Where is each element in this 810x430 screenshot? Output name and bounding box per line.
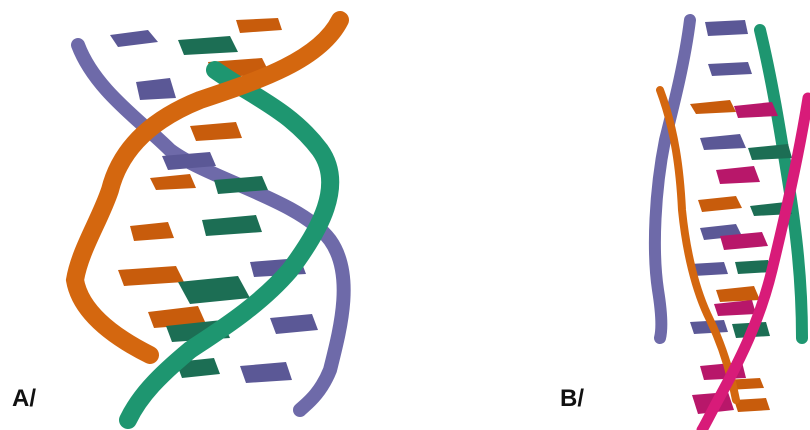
panel-b-base-plate <box>735 260 772 274</box>
panel-a-green-strand <box>119 61 340 429</box>
panel-b-structure <box>648 14 810 430</box>
panel-b-base-plate <box>716 286 760 302</box>
panel-a-base-plate <box>130 222 174 241</box>
panel-b-label: B/ <box>560 385 584 412</box>
panel-a-base-plate <box>214 176 268 194</box>
panel-b-base-plate <box>734 398 770 412</box>
panel-a-base-plate <box>236 18 282 33</box>
panel-a-structure <box>65 11 351 429</box>
panel-b-base-plate <box>698 196 742 212</box>
panel-a-triplex-helix <box>65 11 351 429</box>
panel-b-base-plate <box>705 20 748 36</box>
panel-b-base-plate <box>720 232 768 250</box>
panel-a-base-plate <box>178 36 238 55</box>
panel-a-base-plate <box>190 122 242 141</box>
panel-a-base-plate <box>148 306 206 328</box>
panel-b-base-plate <box>690 262 728 276</box>
panel-a-base-plate <box>110 30 158 47</box>
panel-b-base-plate <box>708 62 752 76</box>
panel-a-base-plate <box>136 78 176 100</box>
panel-a-base-plate <box>178 276 250 304</box>
panel-b-purple-strand <box>648 14 696 344</box>
panel-a-orange-strand <box>65 11 349 364</box>
panel-b-base-plate <box>690 100 736 114</box>
panel-a-base-plate <box>240 362 292 383</box>
panel-b-base-plate <box>716 166 760 184</box>
panel-b-base-plate <box>748 144 792 160</box>
panel-a-base-plate <box>150 174 196 190</box>
panel-b-base-plate <box>700 134 746 150</box>
panel-b-base-plate <box>734 102 778 118</box>
panel-b-base-plate <box>714 300 756 316</box>
panel-b-quadruplex-helix <box>540 0 810 430</box>
panel-a-purple-strand <box>71 38 351 417</box>
panel-a-base-plate <box>162 152 216 170</box>
panel-a-base-plates <box>110 18 318 383</box>
panel-b-magenta-strand <box>696 92 810 430</box>
panel-a-base-plate <box>202 215 262 236</box>
panel-a-base-plate <box>270 314 318 334</box>
panel-a-label: A/ <box>12 385 36 412</box>
panel-b-orange-strand <box>656 86 740 404</box>
panel-a-base-plate <box>118 266 184 286</box>
